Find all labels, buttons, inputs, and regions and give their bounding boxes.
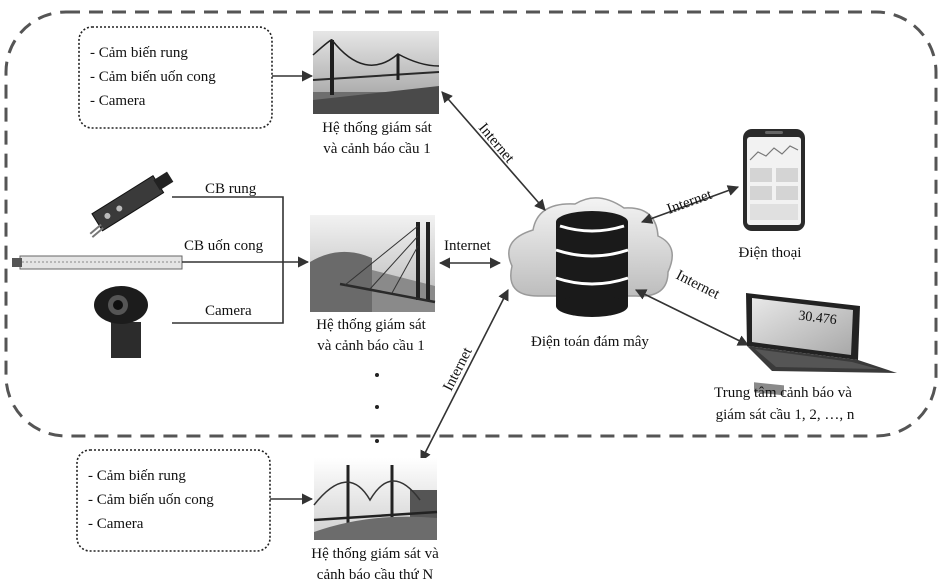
sensor-list-bottom-item: - Cảm biến uốn cong <box>88 492 214 508</box>
center-label: Trung tâm cảnh báo và <box>714 385 852 401</box>
center-screen-readout: 30.476 <box>797 309 837 329</box>
sensor-list-bottom: - Cảm biến rung - Cảm biến uốn cong - Ca… <box>76 449 271 552</box>
link-bridgeN-cloud <box>420 289 509 462</box>
flex-sensor-image <box>12 255 183 270</box>
link-cloud-center <box>634 289 750 346</box>
bridge2-caption: Hệ thống giám sát <box>316 317 426 333</box>
sensor-list-top: - Cảm biến rung - Cảm biến uốn cong - Ca… <box>78 26 273 129</box>
label-camera: Camera <box>205 303 252 319</box>
label-cb-uon-cong: CB uốn cong <box>184 238 264 254</box>
bridge2-image <box>310 215 436 312</box>
link-cloud-phone-label: Internet <box>665 186 715 217</box>
sensor-list-top-item: - Cảm biến rung <box>90 45 188 61</box>
bridge1-caption: Hệ thống giám sát <box>322 120 432 136</box>
sensor-list-bottom-item: - Cảm biến rung <box>88 468 186 484</box>
phone-icon <box>743 129 805 231</box>
cloud-label: Điện toán đám mây <box>531 334 649 350</box>
sensor-wiring <box>172 196 284 324</box>
link-bridge2-cloud-label: Internet <box>444 238 491 254</box>
vibration-sensor-image <box>89 171 174 238</box>
bridge1-caption: và cảnh báo cầu 1 <box>323 141 430 157</box>
link-bridgeN-cloud-label: Internet <box>440 344 476 394</box>
laptop-icon: 30.476 <box>746 293 897 396</box>
phone-label: Điện thoại <box>739 245 802 261</box>
ellipsis-dots <box>375 373 379 443</box>
camera-image <box>94 286 148 358</box>
sensor-list-bottom-item: - Camera <box>88 516 144 532</box>
link-bridge1-cloud-label: Internet <box>475 120 518 167</box>
center-label: giám sát cầu 1, 2, …, n <box>716 407 855 423</box>
database-icon <box>555 211 629 317</box>
link-cloud-phone <box>640 185 740 224</box>
label-cb-rung: CB rung <box>205 181 257 197</box>
bridgeN-image <box>313 458 438 540</box>
bridge2-caption: và cảnh báo cầu 1 <box>317 338 424 354</box>
bridge1-image <box>312 31 440 114</box>
sensor-list-top-item: - Cảm biến uốn cong <box>90 69 216 85</box>
sensor-list-top-item: - Camera <box>90 93 146 109</box>
link-bridge1-cloud <box>441 91 546 211</box>
bridgeN-caption: cảnh báo cầu thứ N <box>317 567 434 583</box>
link-cloud-center-label: Internet <box>673 267 723 303</box>
bridgeN-caption: Hệ thống giám sát và <box>311 546 439 562</box>
